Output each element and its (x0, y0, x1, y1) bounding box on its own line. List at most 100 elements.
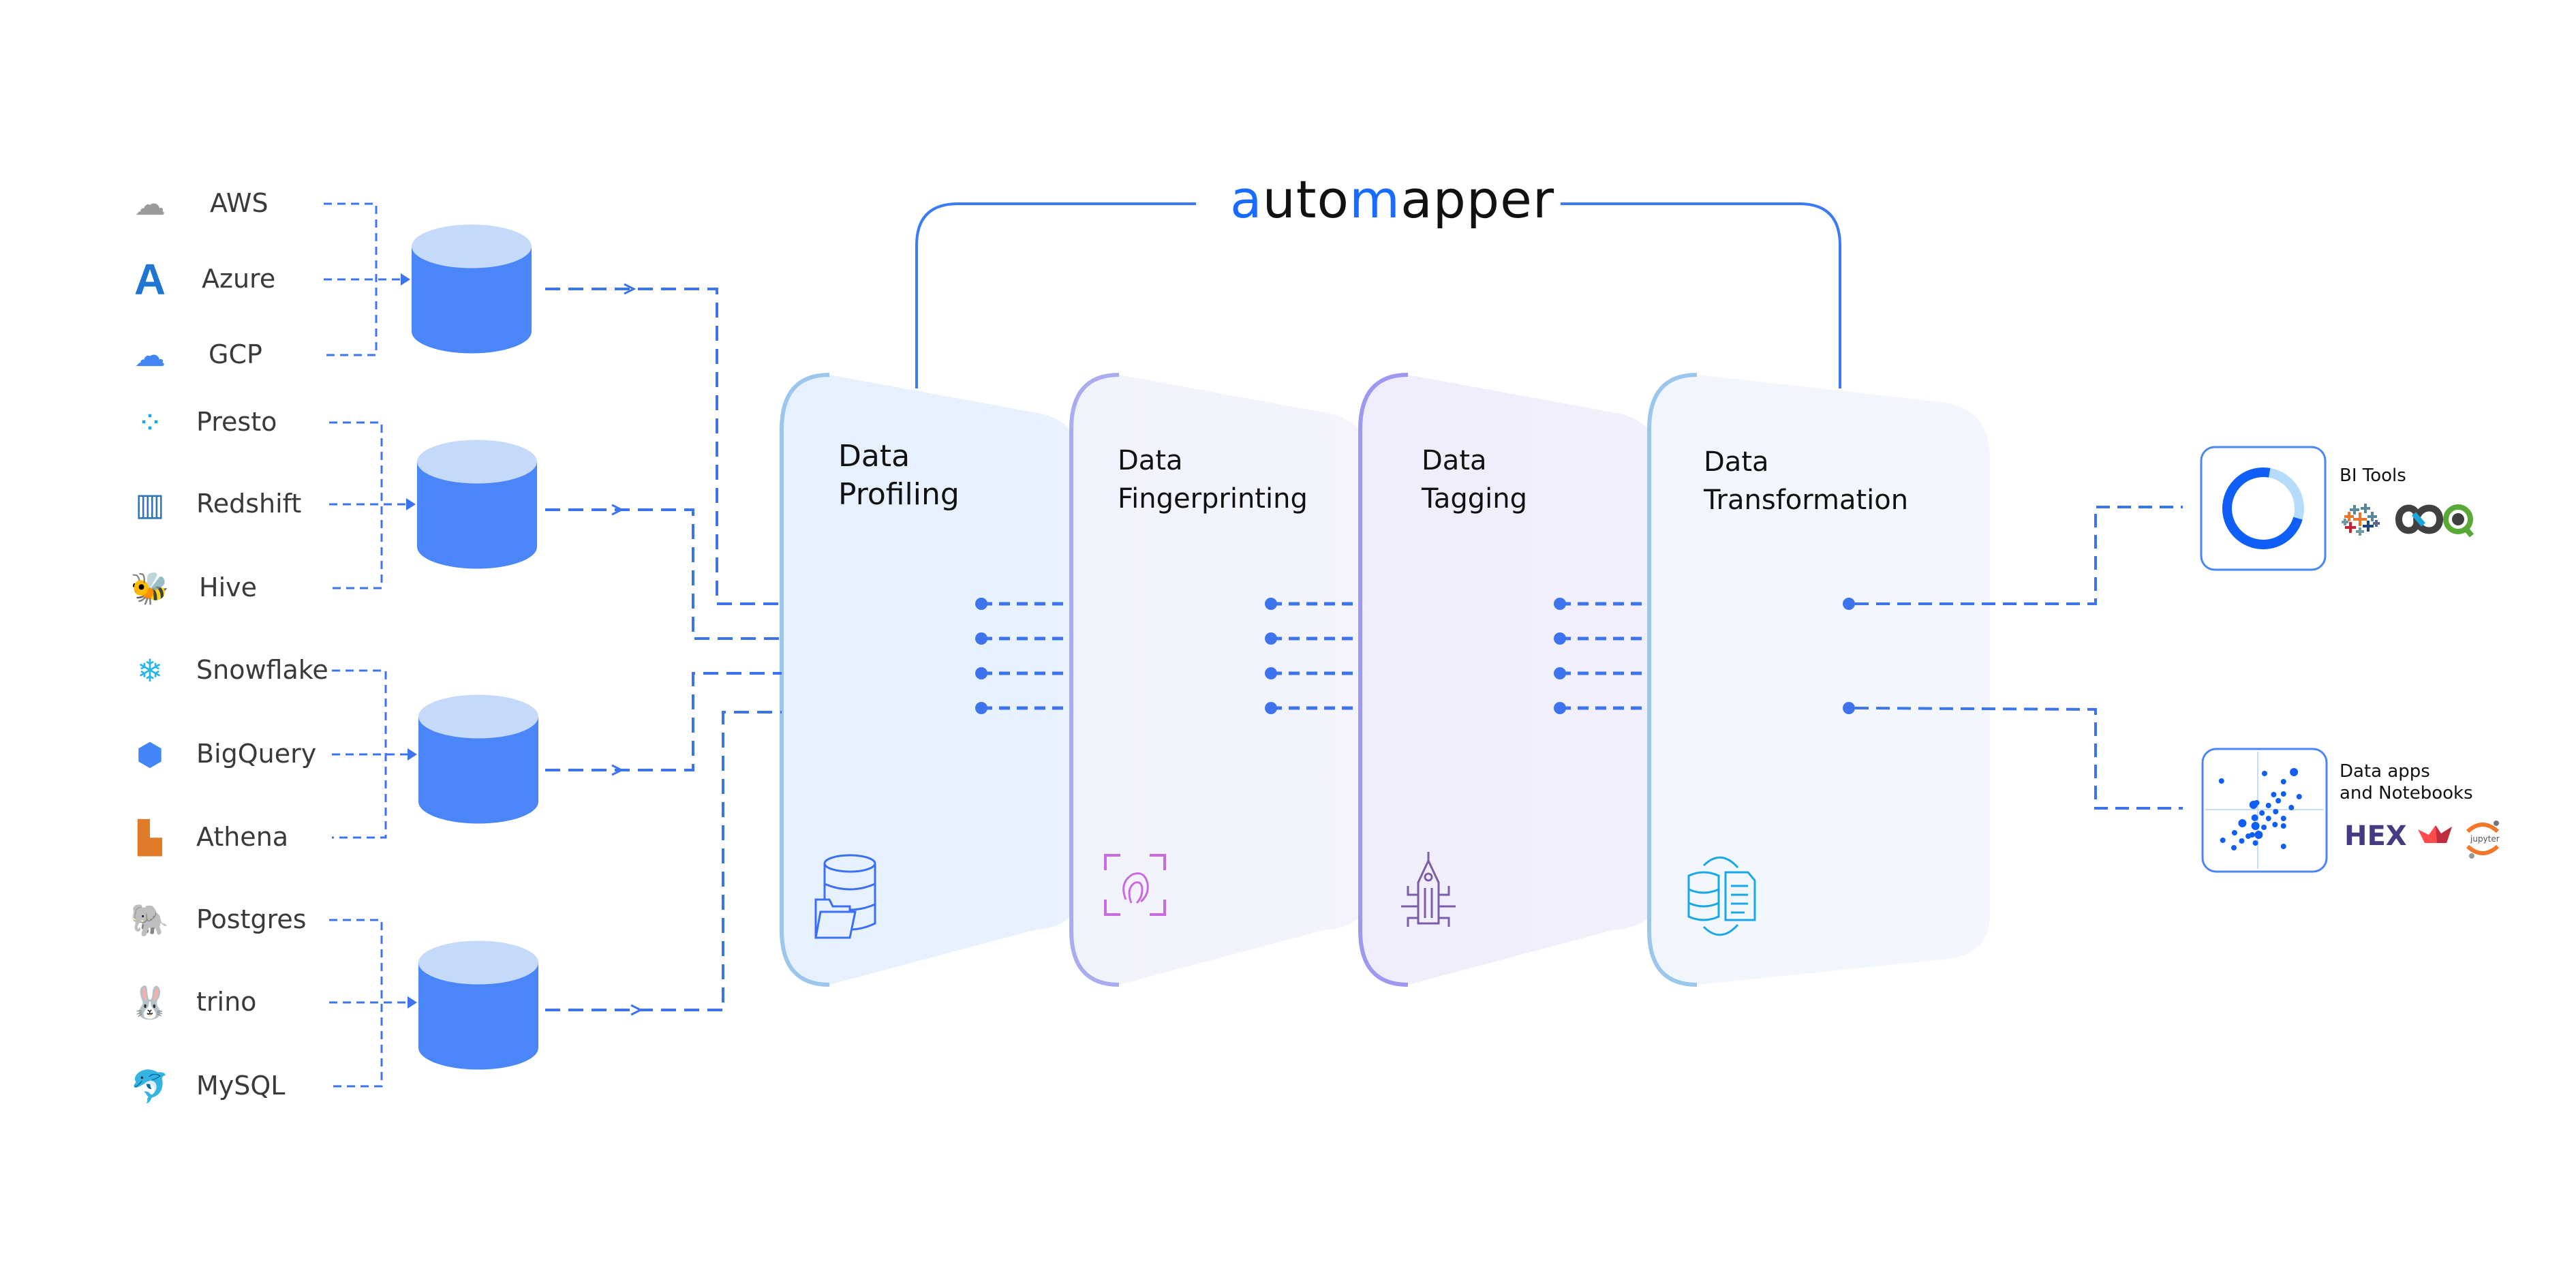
source-label: MySQL (196, 1071, 286, 1101)
stage-title-line1: Data (1118, 445, 1183, 476)
arrow-head-icon (408, 748, 417, 761)
source-item-aws: ☁AWS (109, 173, 327, 234)
scatter-point (2220, 838, 2226, 843)
athena-icon: ▙ (138, 820, 162, 855)
arrow-head-icon (408, 996, 417, 1009)
azure-icon: A (134, 255, 166, 304)
presto-icon: ⁘ (136, 405, 164, 440)
postgres-icon: 🐘 (130, 902, 170, 938)
aws-cloud-icon: ☁ (134, 186, 166, 221)
card-body (1071, 375, 1371, 985)
card-edge (1358, 373, 1409, 987)
source-group-connector (329, 919, 414, 1088)
logo-accent-m: m (1349, 169, 1401, 230)
database-cylinder (412, 224, 532, 354)
scatter-plot-icon (2205, 752, 2324, 869)
cylinder-to-profiling-connector (545, 672, 782, 776)
transform-to-bi-connector (1855, 506, 2183, 605)
stage-title-line1: Data (1422, 445, 1487, 476)
source-label: Redshift (196, 489, 302, 519)
database-cylinder (417, 440, 537, 569)
source-group-connector (324, 202, 407, 356)
connector-dot (1554, 702, 1566, 714)
connector-dot (975, 702, 987, 714)
connector-dot (975, 598, 987, 610)
source-item-gcp: ☁ GCP (109, 324, 327, 386)
source-label: GCP (209, 339, 262, 369)
database-cylinder (418, 940, 538, 1070)
scatter-point (2280, 779, 2286, 784)
source-item-redshift: ▥Redshift (109, 474, 327, 535)
source-item-mysql: 🐬 MySQL (109, 1056, 327, 1117)
fingerprint-scan-icon (1104, 854, 1166, 916)
scatter-point (2259, 810, 2265, 816)
output-title-line1: Data apps (2340, 761, 2430, 782)
scatter-point (2280, 823, 2286, 829)
qlik-icon (2443, 504, 2474, 538)
output-card-bi-tools (2200, 446, 2327, 571)
scatter-point (2262, 771, 2267, 776)
card-edge (1647, 373, 1698, 987)
source-item-hive: 🐝 Hive (109, 557, 327, 619)
scatter-point (2251, 814, 2258, 821)
hive-icon: 🐝 (130, 570, 170, 606)
scatter-point (2239, 838, 2245, 844)
connector-dot (975, 632, 987, 645)
source-label: trino (196, 987, 257, 1017)
arrow-head-icon (611, 504, 624, 516)
scatter-point (2249, 801, 2258, 809)
connector-dot (1554, 667, 1566, 679)
scatter-point (2288, 805, 2295, 810)
tableau-icon (2342, 504, 2380, 536)
connector-dot (1843, 702, 1855, 714)
bigquery-icon: ⬢ (136, 737, 164, 772)
source-item-bigquery: ⬢ BigQuery (109, 724, 327, 785)
stage-title-line2: Profiling (838, 477, 960, 512)
source-label: Athena (196, 822, 289, 852)
source-label: Hive (199, 572, 257, 602)
streamlit-icon (2418, 825, 2452, 843)
output-title-line1: BI Tools (2340, 465, 2406, 486)
database-cylinder (418, 694, 538, 824)
stage-card-fingerprinting (1069, 373, 1371, 987)
trino-icon: 🐰 (130, 984, 170, 1020)
stage-card-transformation (1647, 373, 1990, 987)
output-title: BI Tools (2340, 465, 2406, 487)
source-label: BigQuery (196, 739, 317, 769)
card-edge (1069, 373, 1120, 987)
scatter-point (2296, 794, 2302, 799)
stage-title-line2: Transformation (1704, 485, 1909, 516)
automapper-logo: automapper (1230, 169, 1554, 230)
tag-circuit-icon (1401, 852, 1456, 927)
connector-dot (975, 667, 987, 679)
scatter-point (2273, 809, 2279, 814)
arrow-head-icon (406, 498, 416, 510)
stage-title-line1: Data (1704, 446, 1769, 478)
mysql-icon: 🐬 (130, 1068, 170, 1104)
stage-title-line2: Tagging (1422, 483, 1527, 515)
scatter-point (2280, 844, 2286, 849)
scatter-point (2238, 819, 2247, 827)
gcp-cloud-icon: ☁ (134, 337, 166, 373)
automapper-bracket-line (915, 202, 1841, 388)
source-item-presto: ⁘Presto (109, 392, 327, 453)
card-body (1649, 375, 1990, 985)
scatter-point (2265, 803, 2271, 808)
source-label: Postgres (196, 904, 307, 934)
output-card-data-apps (2201, 748, 2328, 873)
scatter-point (2280, 816, 2286, 821)
source-group-connector (332, 669, 414, 839)
card-edge (780, 373, 830, 987)
cylinder-to-profiling-connector (545, 504, 782, 640)
jupyter-icon: jupyter (2466, 821, 2500, 859)
card-body (782, 375, 1082, 985)
source-item-trino: 🐰 trino (109, 972, 327, 1033)
arrow-head-icon (611, 764, 624, 776)
database-document-sync-icon (1687, 856, 1756, 936)
scatter-point (2272, 822, 2278, 827)
